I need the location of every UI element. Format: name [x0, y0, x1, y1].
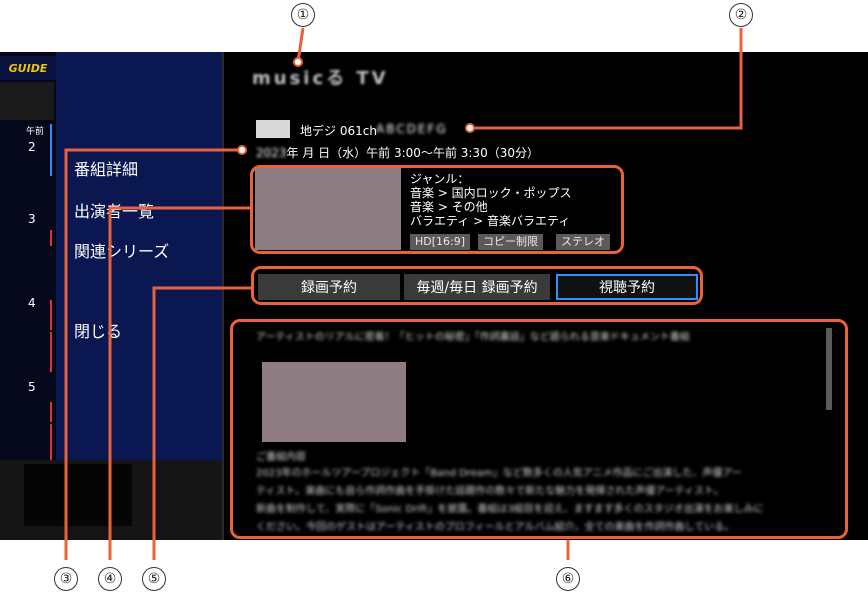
buttons-highlight [251, 266, 703, 305]
callout-5: ⑤ [142, 567, 166, 591]
time-marker [50, 424, 52, 460]
description-scrollbar[interactable] [826, 328, 832, 410]
hour-label: 3 [28, 212, 36, 226]
broadcast-date: 2023年 月 日（水）午前 3:00〜午前 3:30（30分） [256, 144, 539, 161]
genre-item: 音楽 > 国内ロック・ポップス [410, 186, 572, 200]
watch-reservation-button[interactable]: 視聴予約 [556, 274, 698, 300]
hour-label: 4 [28, 296, 36, 310]
description-section-title: ご番組内容 [256, 452, 306, 463]
hour-label: 2 [28, 140, 36, 154]
time-box [0, 82, 54, 120]
menu-item-program-details[interactable]: 番組詳細 [74, 160, 139, 179]
preview-window [24, 464, 132, 526]
date-year: 2023 [256, 146, 287, 160]
genre-label: ジャンル： [410, 172, 470, 186]
callout-4: ④ [98, 567, 122, 591]
program-title: musicる TV [252, 68, 389, 89]
menu-item-related-series[interactable]: 関連シリーズ [74, 242, 170, 261]
description-highlight [230, 319, 848, 539]
time-marker [50, 332, 52, 372]
ampm-label: 午前 [26, 127, 45, 137]
station-logo [256, 120, 290, 138]
divider [222, 52, 224, 540]
time-marker [50, 402, 52, 422]
record-button[interactable]: 録画予約 [258, 274, 400, 300]
badge-copy-restricted: コピー制限 [478, 234, 543, 250]
details-highlight [250, 165, 624, 254]
callout-1: ① [291, 3, 315, 27]
description-text: 2023年のホールツアープロジェクト「Band Dream」など数多くの人気アニ… [256, 468, 742, 479]
hour-label: 5 [28, 380, 36, 394]
series-record-button[interactable]: 毎週/毎日 録画予約 [404, 274, 550, 300]
description-text: 新曲を制作して、実際に「Sonic Drift」を披露。番組は3組目を迎え、ます… [256, 504, 764, 515]
badge-hd: HD[16:9] [410, 234, 471, 250]
date-text: 年 月 日（水）午前 3:00〜午前 3:30（30分） [286, 146, 539, 160]
description-text: ください。今回のゲストはアーティストのプロフィールとアルバム紹介。全ての楽曲を作… [256, 522, 735, 533]
time-marker [50, 300, 52, 330]
badge-stereo: ステレオ [556, 234, 610, 250]
time-column: GUIDE 午前 2 3 4 5 [0, 52, 56, 460]
menu-item-close[interactable]: 閉じる [74, 322, 123, 341]
genre-item: 音楽 > その他 [410, 200, 488, 214]
description-headline: アーティストのリアルに密着！「ヒットの秘密」「作詞裏話」など語られる音楽ドキュメ… [256, 332, 690, 343]
station-name: ABCDEFG [376, 122, 448, 136]
description-text: ティスト。楽曲にも自ら作詞作曲を手掛けた話題作の数々で新たな魅力を発揮された声優… [256, 486, 724, 497]
time-marker [50, 230, 52, 246]
current-time-marker [50, 124, 52, 176]
description-image [262, 362, 406, 442]
station-channel: 地デジ 061ch [300, 124, 377, 138]
side-menu: 番組詳細 出演者一覧 関連シリーズ 閉じる [56, 52, 222, 460]
callout-6: ⑥ [556, 567, 580, 591]
callout-3: ③ [54, 567, 78, 591]
callout-2: ② [729, 3, 753, 27]
g-guide-logo: GUIDE [0, 56, 56, 80]
genre-item: バラエティ > 音楽バラエティ [410, 214, 571, 228]
menu-item-cast-list[interactable]: 出演者一覧 [74, 202, 155, 221]
program-thumbnail [255, 168, 401, 250]
